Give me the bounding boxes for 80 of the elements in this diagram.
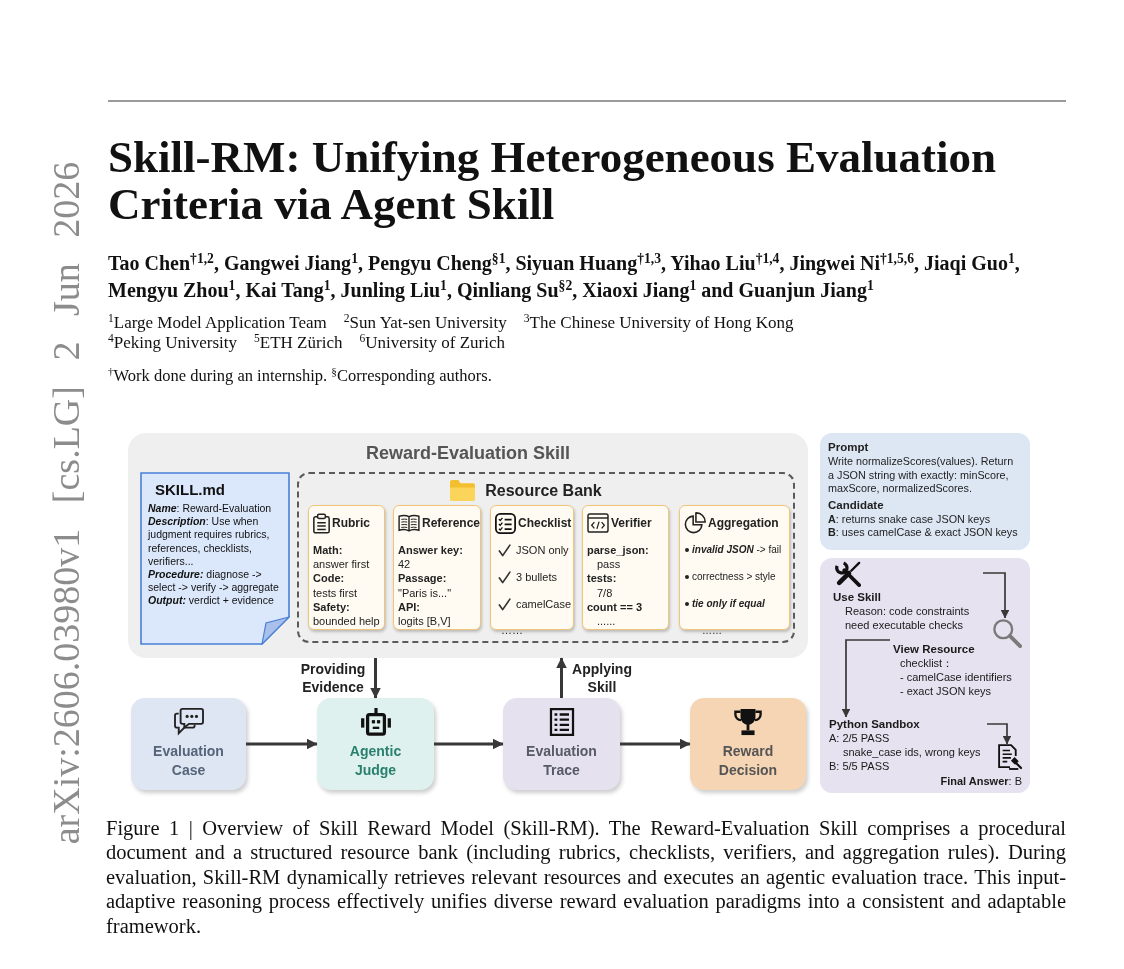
resource-card	[393, 505, 481, 630]
arrow	[620, 738, 691, 750]
arrow	[841, 639, 891, 718]
figure-caption: Figure 1 | Overview of Skill Reward Model (Skill-RM). The Reward-Evaluation Skill comprises a procedural document and a structured resource bank (including rubrics, checklists, verifiers, and aggregation rules). During evaluation, Skill-RM dynamically retrieves relevant resources and executes an agentic evaluation trace. This input-adaptive reasoning process effectively unifies diverse reward evaluation paradigms into a consistent and adaptable framework.	[106, 816, 1066, 939]
panel-title: Reward-Evaluation Skill	[365, 443, 571, 464]
document-text: Output: verdict + evidence	[148, 594, 274, 608]
card-text: ......	[596, 614, 616, 629]
author-list: Tao Chen$^{†1,2}$, Gangwei Jiang$^{1}$, Pengyu Cheng$^{§1}$, Siyuan Huang$^{†1,3}$, Yihao Liu$^{†1,4}$, Jingwei Ni$^{†1,5,6}$, Jiaqi Guo$^{1}$, Mengyu Zhou$^{1}$, Kai Tang$^{1}$, Junling Liu$^{1}$, Qinliang Su$^{§2}$, Xiaoxi Jiang$^{1}$ and Guanjun Jiang$^{1}$	[108, 250, 1043, 304]
document-title: SKILL.md	[155, 480, 225, 499]
edge-label: Providing Evidence	[299, 660, 367, 696]
trace-panel	[820, 558, 1030, 793]
card-text: count == 3	[587, 599, 643, 614]
card-text: API: logits [B,V]	[398, 599, 451, 629]
checklist-item: JSON only	[516, 543, 569, 557]
skill-panel	[128, 433, 808, 658]
footnote: $^{†}$Work done during an internship. $^{§}$Corresponding authors.	[108, 366, 492, 386]
process-box	[317, 698, 434, 790]
step-label: Evaluation Case	[152, 742, 225, 780]
panel-heading: Prompt	[828, 440, 869, 455]
step-text: snake_case ids, wrong keys	[843, 745, 981, 759]
affiliation: $^{3}$The Chinese University of Hong Kong	[523, 313, 794, 333]
step-text: - exact JSON keys	[900, 684, 992, 698]
process-box	[131, 698, 246, 790]
arrow	[246, 738, 318, 750]
card-text: Safety: bounded help	[313, 599, 380, 629]
side-stamp-text: arXiv:2606.03980v1 [cs.LG] 2 Jun 2026	[44, 161, 88, 845]
step-text: - camelCase identifiers	[900, 670, 1012, 684]
frame-title: Resource Bank	[485, 481, 602, 500]
document-note	[140, 472, 290, 645]
resource-card	[582, 505, 669, 630]
panel-text: Write normalizeScores(values). Return a JSON string with exactly: minScore, maxScore, normalizedScores.	[828, 455, 1015, 496]
arrow	[370, 658, 381, 699]
card-text: ……	[501, 624, 523, 636]
card-title: Reference	[422, 516, 481, 530]
step-text: Reason: code constraints need executable checks	[845, 604, 971, 632]
arrow	[434, 738, 504, 750]
arrow	[982, 572, 1010, 619]
step-title: Python Sandbox	[829, 717, 920, 731]
prompt-panel	[820, 433, 1030, 550]
checklist-item: 3 bullets	[516, 570, 557, 584]
card-text: invalid JSON -> fail	[692, 543, 782, 556]
panel-text: A: returns snake case JSON keys	[828, 512, 991, 527]
step-title: Use Skill	[833, 590, 881, 604]
panel-heading: Candidate	[828, 497, 884, 513]
document-text: Description: Use when judgment requires rubrics, references, checklists, verifiers...	[148, 515, 271, 568]
affiliation: $^{4}$Peking University	[108, 333, 238, 353]
process-box	[503, 698, 620, 790]
step-title: View Resource	[893, 642, 975, 656]
card-title: Rubric	[332, 516, 370, 530]
card-text: correctness > style	[692, 570, 776, 583]
process-box	[690, 698, 806, 790]
card-title: Checklist	[518, 516, 572, 530]
step-text: Final Answer: B	[940, 774, 1022, 788]
step-text: checklist：	[900, 656, 954, 670]
card-title: Verifier	[611, 516, 652, 530]
affiliation: $^{1}$Large Model Application Team	[108, 313, 327, 333]
card-text: Passage: "Paris is..."	[398, 571, 452, 600]
card-text: ……	[702, 624, 722, 637]
step-text: A: 2/5 PASS	[829, 731, 890, 745]
affiliation: $^{2}$Sun Yat-sen University	[343, 313, 507, 333]
step-label: Agentic Judge	[348, 742, 403, 780]
arrow	[986, 723, 1012, 745]
arrow	[556, 657, 567, 698]
card-text: Answer key: 42	[398, 543, 463, 572]
edge-label: Applying Skill	[571, 660, 633, 696]
affiliation: $^{6}$University of Zurich	[359, 333, 505, 353]
step-label: Reward Decision	[717, 742, 779, 780]
affiliation: $^{5}$ETH Zürich	[254, 333, 343, 353]
card-title: Aggregation	[708, 516, 779, 530]
paper-title: Skill-RM: Unifying Heterogeneous Evaluation Criteria via Agent Skill	[108, 134, 997, 228]
card-text: tie only if equal	[692, 597, 765, 610]
document-text: Name: Reward-Evaluation	[148, 502, 272, 516]
step-label: Evaluation Trace	[525, 742, 598, 780]
panel-text: B: uses camelCase & exact JSON keys	[828, 526, 1018, 540]
resource-card	[308, 505, 385, 630]
checklist-item: camelCase	[516, 597, 572, 611]
dashed-frame	[297, 472, 795, 643]
step-text: B: 5/5 PASS	[829, 759, 890, 773]
card-text: Math: answer first	[313, 543, 370, 572]
card-text: Code: tests first	[313, 571, 357, 600]
